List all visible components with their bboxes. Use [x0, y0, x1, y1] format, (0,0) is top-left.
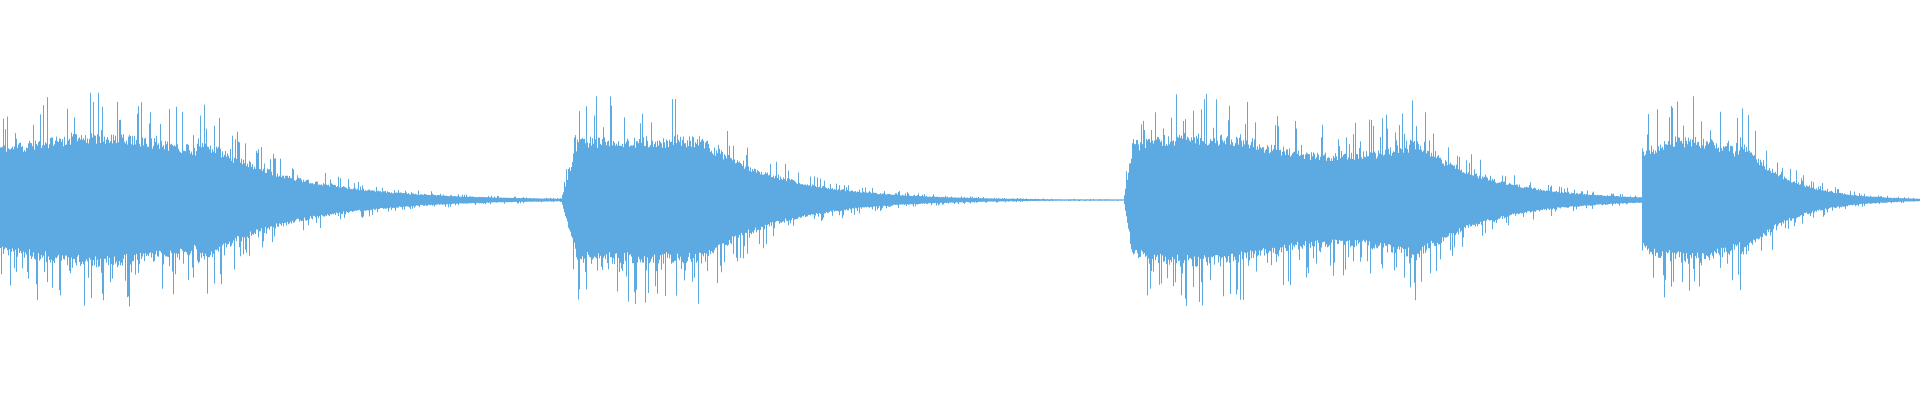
waveform-strokes	[0, 92, 1920, 307]
waveform-path	[0, 92, 1920, 307]
